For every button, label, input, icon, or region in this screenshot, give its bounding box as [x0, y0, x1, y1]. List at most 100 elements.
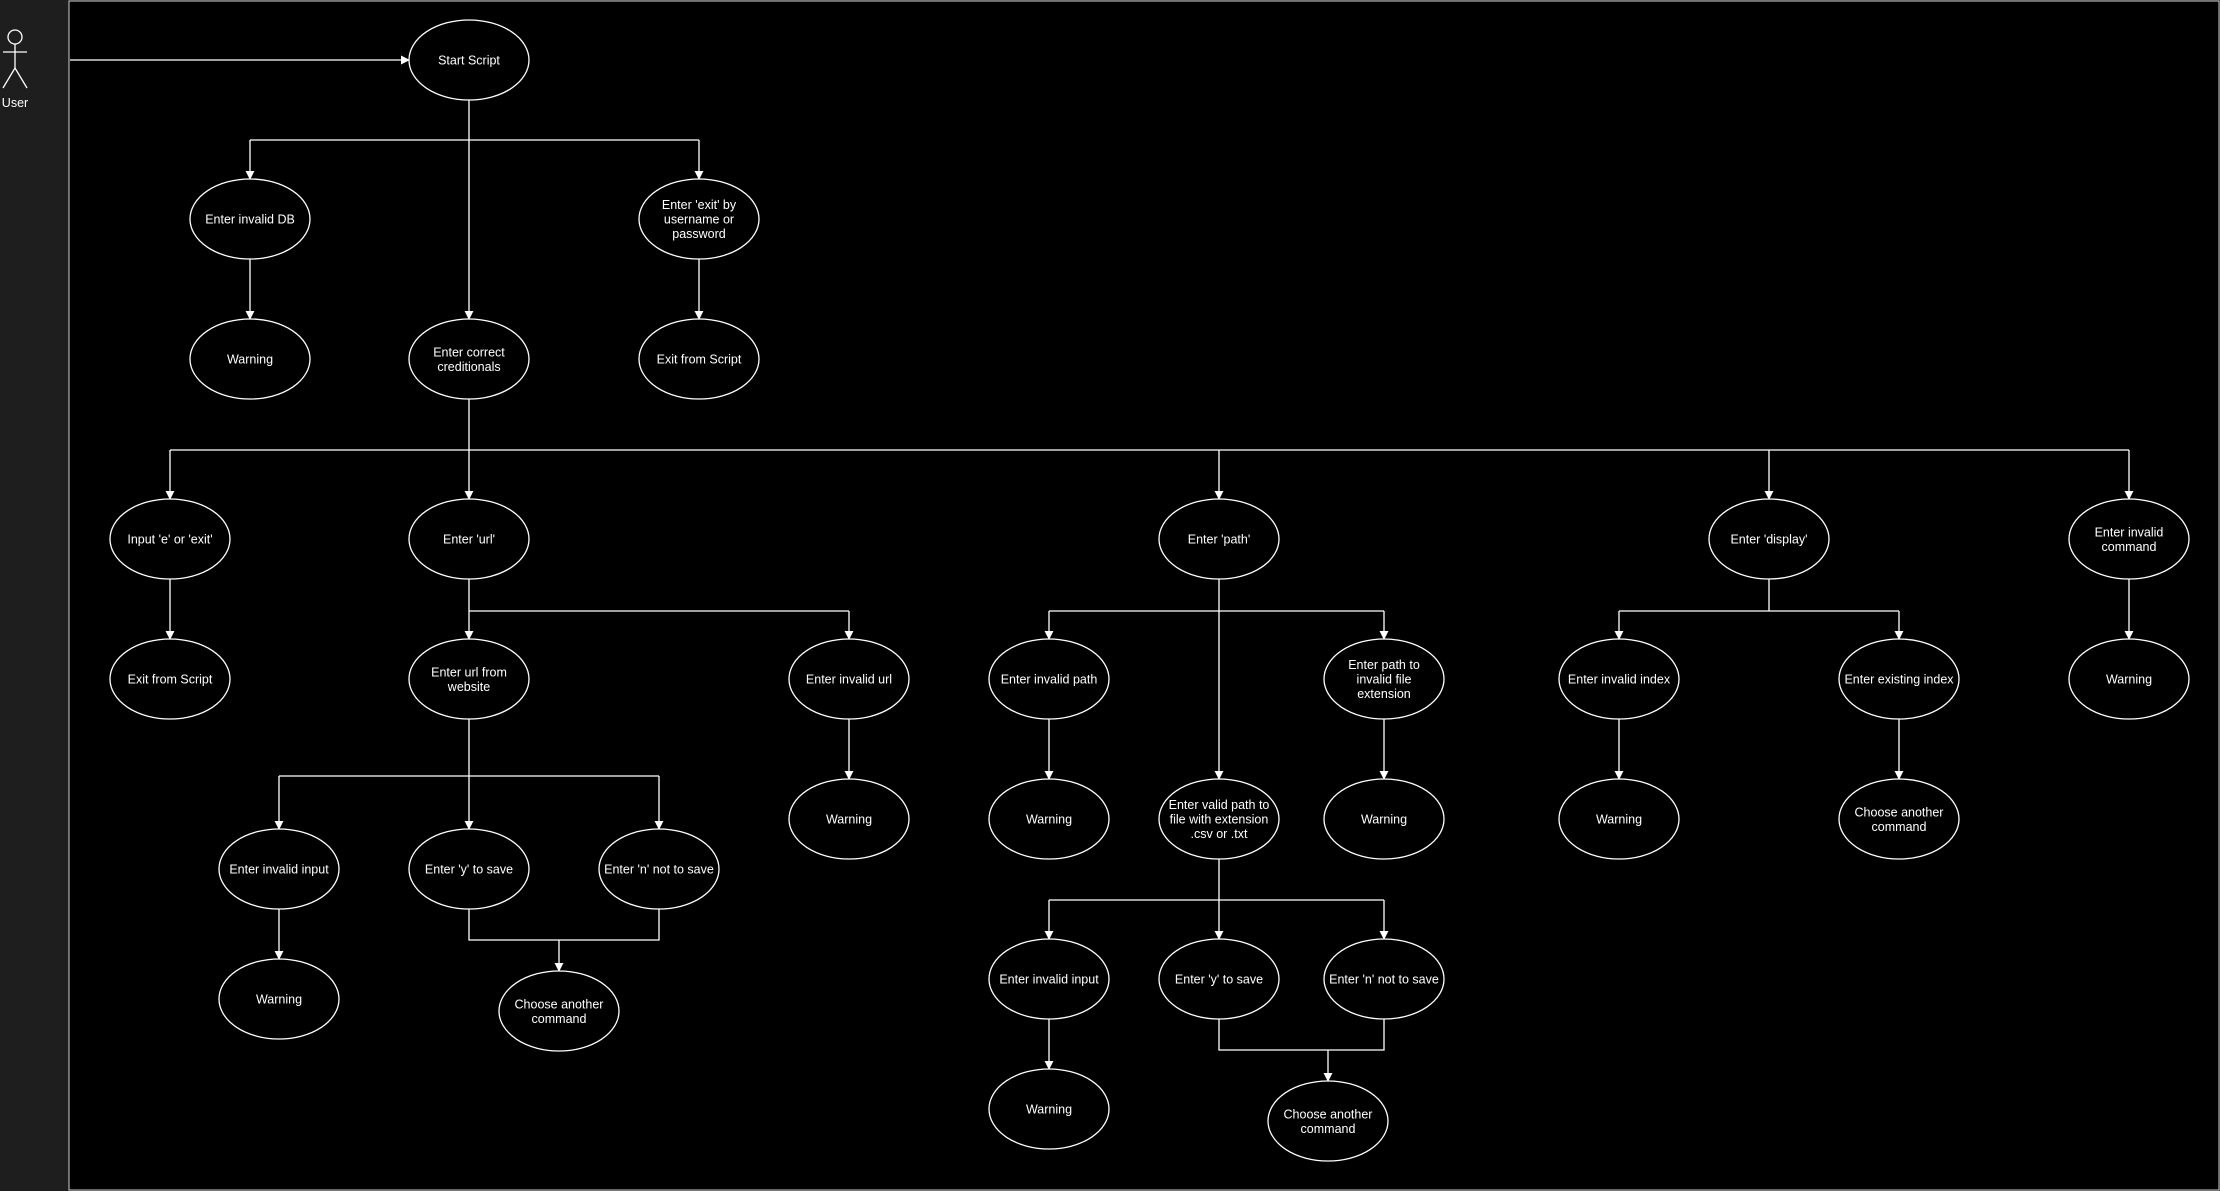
use-case-url-y[interactable]: Enter 'y' to save [408, 828, 530, 910]
use-case-ellipse [408, 638, 530, 720]
use-case-label: Enter invalid input [229, 863, 329, 877]
use-case-invalid-index[interactable]: Enter invalid index [1558, 638, 1680, 720]
use-case-invalid-db[interactable]: Enter invalid DB [189, 178, 311, 260]
use-case-input-e[interactable]: Input 'e' or 'exit' [109, 498, 231, 580]
use-case-invalid-path[interactable]: Enter invalid path [988, 638, 1110, 720]
use-case-ellipse [1558, 778, 1680, 860]
use-case-ellipse [109, 638, 231, 720]
use-case-display[interactable]: Enter 'display' [1708, 498, 1830, 580]
use-case-warn-cmd[interactable]: Warning [2068, 638, 2190, 720]
use-case-ellipse [189, 318, 311, 400]
use-case-path-warn[interactable]: Warning [988, 1068, 1110, 1150]
use-case-url-warn[interactable]: Warning [218, 958, 340, 1040]
use-case-label: Enter 'n' not to save [1329, 973, 1439, 987]
use-case-ellipse [788, 778, 910, 860]
use-case-label: Enter 'path' [1188, 533, 1250, 547]
use-case-ellipse [2068, 638, 2190, 720]
use-case-path-y[interactable]: Enter 'y' to save [1158, 938, 1280, 1020]
use-case-label: Enter invalid index [1568, 673, 1671, 687]
use-case-ellipse [408, 498, 530, 580]
use-case-label: Warning [826, 813, 872, 827]
use-case-ellipse [638, 318, 760, 400]
use-case-path-n[interactable]: Enter 'n' not to save [1323, 938, 1445, 1020]
use-case-url-n[interactable]: Enter 'n' not to save [598, 828, 720, 910]
use-case-label: Exit from Script [657, 353, 742, 367]
actor-lane [0, 0, 68, 1191]
use-case-label: Warning [227, 353, 273, 367]
use-case-label: Warning [1361, 813, 1407, 827]
connector-lines [70, 55, 2134, 1082]
use-case-ellipse [1708, 498, 1830, 580]
use-case-ellipse [408, 19, 530, 101]
use-case-url-invalid-input[interactable]: Enter invalid input [218, 828, 340, 910]
use-case-warn-url[interactable]: Warning [788, 778, 910, 860]
use-case-label: Warning [1026, 813, 1072, 827]
use-case-ellipse [498, 970, 620, 1052]
use-case-ellipse [2068, 498, 2190, 580]
use-case-path-invalid-input[interactable]: Enter invalid input [988, 938, 1110, 1020]
use-case-label: Input 'e' or 'exit' [127, 533, 212, 547]
use-case-ellipse [598, 828, 720, 910]
use-case-exit-script2[interactable]: Exit from Script [109, 638, 231, 720]
use-case-label: Enter existing index [1844, 673, 1954, 687]
use-case-ellipse [1838, 638, 1960, 720]
use-case-warn-index[interactable]: Warning [1558, 778, 1680, 860]
use-case-warn-ext[interactable]: Warning [1323, 778, 1445, 860]
use-case-warn-db[interactable]: Warning [189, 318, 311, 400]
use-case-ellipse [1323, 938, 1445, 1020]
use-case-label: Enter invalid DB [205, 213, 295, 227]
use-case-ellipse [1838, 778, 1960, 860]
use-case-path[interactable]: Enter 'path' [1158, 498, 1280, 580]
use-case-ellipse [1158, 778, 1280, 860]
use-case-ellipse [1267, 1080, 1389, 1162]
use-case-label: Enter 'n' not to save [604, 863, 714, 877]
use-case-invalid-url[interactable]: Enter invalid url [788, 638, 910, 720]
use-case-ellipse [218, 958, 340, 1040]
use-case-label: Start Script [438, 54, 500, 68]
use-case-start[interactable]: Start Script [408, 19, 530, 101]
actor-label: User [2, 96, 28, 110]
use-case-ellipse [638, 178, 760, 260]
use-case-ellipse [408, 828, 530, 910]
use-case-label: Warning [1026, 1103, 1072, 1117]
use-case-ellipse [1158, 498, 1280, 580]
use-case-label: Exit from Script [128, 673, 213, 687]
use-case-label: Enter invalid input [999, 973, 1099, 987]
use-case-label: Enter 'y' to save [1175, 973, 1263, 987]
use-case-ellipse [788, 638, 910, 720]
use-case-ellipse [189, 178, 311, 260]
use-case-label: Enter 'y' to save [425, 863, 513, 877]
use-case-ellipse [988, 1068, 1110, 1150]
connector-line [468, 909, 660, 941]
use-case-ellipse [1158, 938, 1280, 1020]
use-case-label: Enter 'url' [443, 533, 495, 547]
use-case-label: Enter invalid path [1001, 673, 1098, 687]
use-case-ellipse [1323, 638, 1445, 720]
use-case-ellipse [408, 318, 530, 400]
use-case-exit-script1[interactable]: Exit from Script [638, 318, 760, 400]
use-case-existing-index[interactable]: Enter existing index [1838, 638, 1960, 720]
use-case-warn-path[interactable]: Warning [988, 778, 1110, 860]
use-case-ellipse [1323, 778, 1445, 860]
use-case-ellipse [988, 638, 1110, 720]
use-case-url[interactable]: Enter 'url' [408, 498, 530, 580]
connector-line [1218, 1019, 1385, 1051]
